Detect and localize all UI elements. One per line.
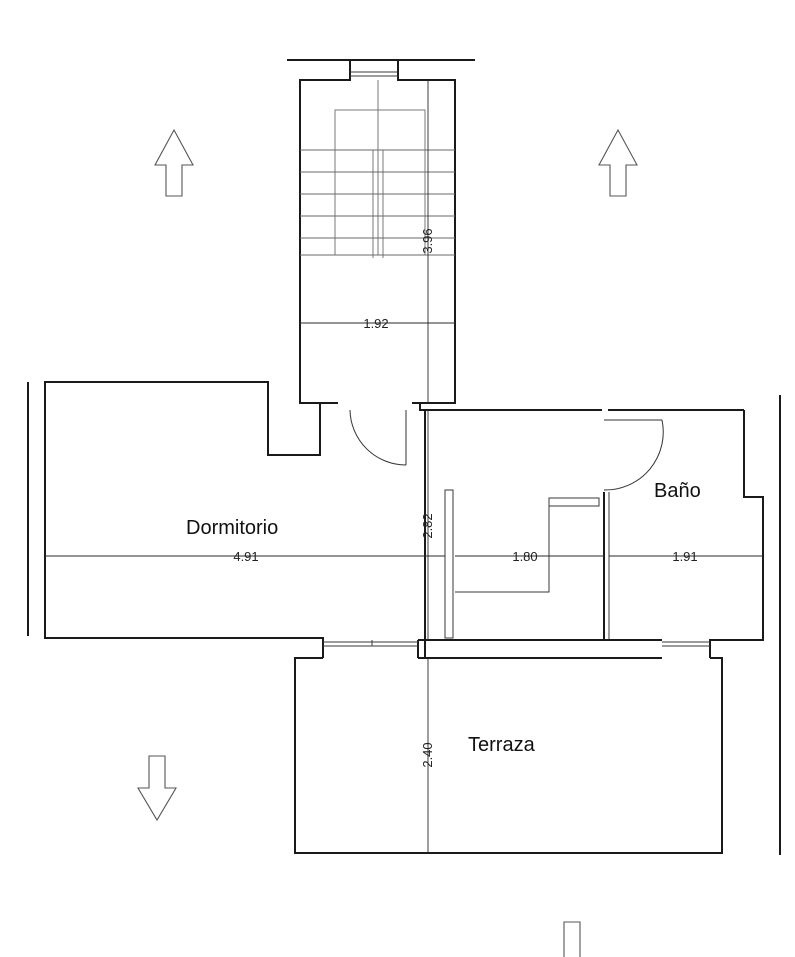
arrow-down-icon [563, 921, 581, 957]
dimension-label-stair-length: 3.96 [420, 228, 435, 253]
terraza-outline [294, 640, 723, 854]
dimension-label-terraza-depth: 2.40 [420, 742, 435, 767]
room-label-bano: Baño [654, 480, 701, 502]
dimension-label-hall-width: 1.80 [512, 549, 537, 564]
dimension-lines [45, 80, 763, 853]
dimension-label-stair-width: 1.92 [363, 316, 388, 331]
staircase [299, 60, 456, 404]
arrow-down-icon [137, 755, 177, 822]
dimension-label-bano-width: 1.91 [672, 549, 697, 564]
door-swing-bano [603, 419, 664, 491]
interior-walls [44, 381, 764, 658]
room-label-terraza: Terraza [468, 734, 536, 756]
arrow-up-icon [598, 128, 638, 197]
arrow-up-icon [154, 128, 194, 197]
door-swing-stair [349, 409, 407, 466]
dimension-label-dormitorio-depth: 2.82 [420, 513, 435, 538]
dimension-label-dormitorio-width: 4.91 [233, 549, 258, 564]
room-label-dormitorio: Dormitorio [186, 517, 278, 539]
